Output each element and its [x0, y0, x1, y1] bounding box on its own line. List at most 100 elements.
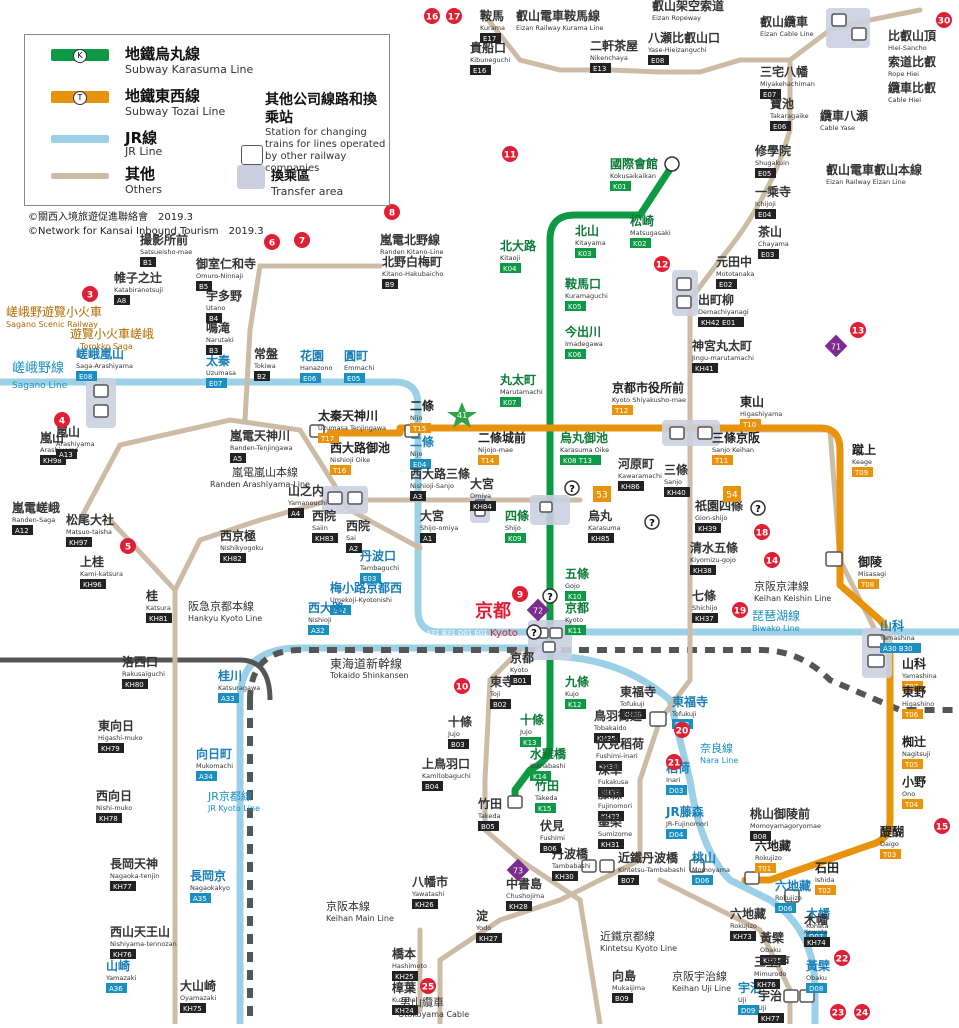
kintetsu-line-label: 近鐵京都線	[600, 929, 655, 943]
station-code-box	[565, 591, 586, 601]
station-name: 清水五條	[690, 540, 739, 555]
station-name-en: Nijo	[410, 450, 422, 458]
station-code: KH26	[415, 901, 434, 909]
station-code: E05	[347, 375, 360, 383]
station-code-box	[594, 733, 620, 743]
station-code: E03	[363, 575, 376, 583]
station-code: A13	[59, 451, 73, 459]
legend-tozai: 地鐵東西線	[125, 87, 201, 105]
station-name-en: Rope Hiei	[888, 70, 919, 78]
biwako-line-label-en: Biwako Line	[752, 624, 800, 633]
keishin-line-label: 京阪京津線	[754, 579, 809, 593]
station-code-box	[300, 373, 321, 383]
station-code: KH78	[99, 815, 118, 823]
station-name-en: Fukakusa	[598, 778, 628, 786]
station-code: K13	[523, 739, 537, 747]
station-code-box	[648, 55, 669, 65]
station-code-box	[470, 501, 496, 511]
station-code: KH33	[601, 789, 620, 797]
station-name-en: Momoyama	[692, 866, 730, 874]
spot-marker-number: 21	[668, 759, 681, 769]
station-code-box	[755, 209, 776, 219]
station-code-box	[448, 739, 469, 749]
station-code-box	[330, 605, 351, 615]
sagano-line	[0, 378, 959, 636]
scenic-railway-label: 嵯峨野遊覽小火車	[6, 304, 102, 319]
station-code: KH28	[509, 903, 528, 911]
spot-marker-number: 13	[852, 327, 865, 337]
station-name: 貴船口	[470, 40, 506, 55]
station-code: KH34	[599, 763, 618, 771]
station-code: KH35	[597, 735, 616, 743]
station-name: 出町柳	[698, 292, 734, 307]
station-name-en: Yawatashi	[411, 890, 444, 898]
station-code-box	[196, 281, 212, 291]
station-name-en: Nagitsuji	[902, 750, 931, 758]
station-name: 鳴滝	[206, 320, 230, 335]
station-code-box	[500, 397, 521, 407]
station-code: KH83	[315, 535, 334, 543]
purple-spot-number: 73	[513, 867, 523, 876]
station-code-box	[530, 771, 551, 781]
station-name-en: Yamazaki	[105, 974, 137, 982]
station-code: A32	[311, 627, 325, 635]
station-code: T07	[904, 683, 918, 691]
station-name: 鳥羽街道	[594, 708, 642, 723]
station-name: 洛西口	[122, 654, 158, 669]
station-code: E06	[303, 375, 317, 383]
station-name-en: Eizan Cable Line	[760, 30, 814, 38]
station-code: K11	[568, 627, 582, 635]
station-code-box	[410, 491, 426, 501]
station-code-box	[360, 573, 381, 583]
station-name-en: Tofukuji	[619, 700, 645, 708]
station-code: KH77	[113, 883, 132, 891]
station-name-en: Karasuma Oike	[560, 446, 609, 454]
station-name: 長岡天神	[110, 856, 158, 871]
station-name: 山之内	[288, 483, 324, 498]
station-name-en: Eizan Railway Eizan Line	[826, 178, 906, 186]
station-name-en: Nagaokakyo	[190, 884, 230, 892]
station-code-box	[410, 459, 431, 469]
spot-marker-number: 25	[422, 983, 435, 993]
spot-marker-number: 30	[938, 17, 951, 27]
station-code-box	[218, 693, 239, 703]
station-name: 索道比叡	[888, 54, 936, 69]
station-code: T10	[742, 421, 756, 429]
station-name: 嵐電北野線	[380, 232, 440, 247]
station-name: 丹波橋	[552, 846, 589, 861]
station-name-en: Kitano-Hakubaicho	[382, 270, 443, 278]
station-name: 比叡山頂	[888, 28, 937, 43]
station-code: KH24	[395, 1007, 414, 1015]
station-name-en: Nishikyogoku	[220, 544, 263, 552]
station-name: 大宮	[420, 508, 444, 523]
station-code: K15	[538, 805, 552, 813]
station-code: KH37	[695, 615, 714, 623]
scenic-railway-label-en: Sagano Scenic Railway	[6, 320, 98, 329]
station-code-box	[535, 803, 556, 813]
station-name: 近鐵丹波橋	[618, 850, 679, 865]
station-code: E17	[483, 35, 496, 43]
station-name: 帷子之辻	[114, 270, 162, 285]
spot-marker-number: 5	[125, 543, 131, 553]
spot-marker-number: 23	[832, 1009, 845, 1019]
